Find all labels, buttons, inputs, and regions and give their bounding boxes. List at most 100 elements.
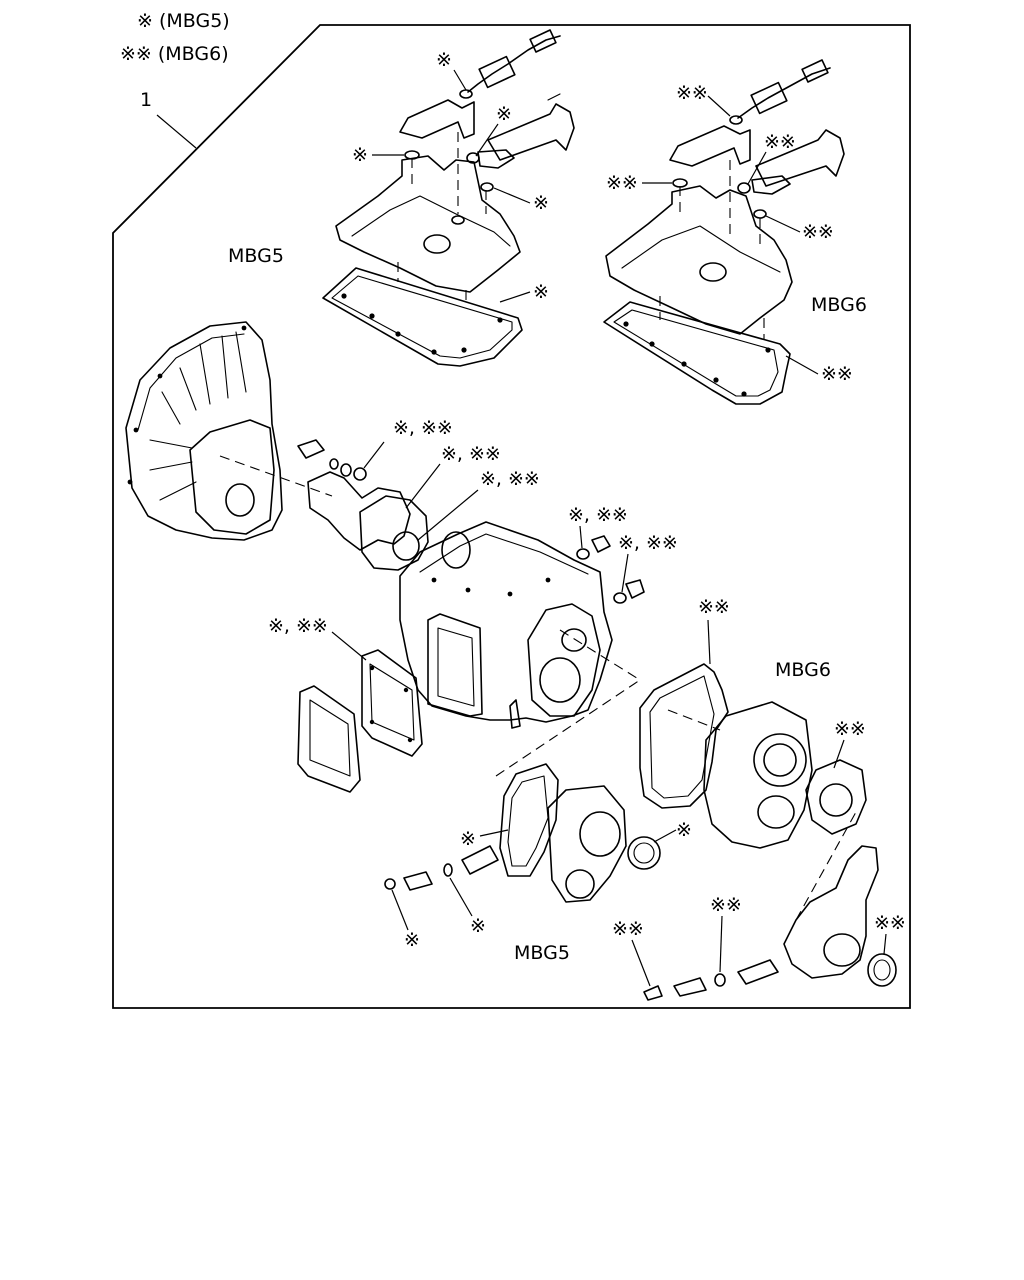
clutch-housing-bolt-1 — [157, 373, 163, 379]
case-bolt-4 — [545, 577, 551, 583]
mbg5-cover-bolt — [451, 215, 465, 225]
callout-mbg5-oring-left: ※ — [352, 144, 368, 166]
callout-retainer-gasket: ※, ※※ — [441, 443, 501, 465]
side-cover-gasket-inner — [369, 663, 415, 741]
mbg6-sensor-body — [737, 67, 831, 119]
mbg6-rear-gasket — [639, 663, 729, 809]
callout-mbg6-rear-oil-seal: ※※ — [874, 912, 906, 934]
mbg5-rear-oil-seal — [627, 836, 661, 870]
clutch-housing — [125, 321, 333, 541]
side-cover-assembly — [297, 649, 423, 793]
mbg5-shift-rod — [477, 149, 515, 169]
mbg6-shift-cover-assembly — [603, 59, 845, 405]
transmission-rear-axis-line — [559, 629, 641, 681]
side-cover-plate-inner — [309, 699, 351, 777]
mbg6-rear-gasket-inner — [649, 675, 715, 799]
upper-plug-washer — [576, 548, 590, 560]
mbg5-extension-bore — [579, 811, 621, 857]
transmission-front-bore — [441, 531, 471, 569]
leader-p — [331, 631, 367, 661]
mbg6-cover-boss — [699, 262, 727, 282]
side-gasket-hole-3 — [407, 737, 413, 743]
side-gasket-hole-4 — [369, 719, 375, 725]
leader-i — [765, 215, 801, 233]
transmission-case-top-rim — [419, 533, 589, 575]
mbg5-gasket-hole-3 — [395, 331, 401, 337]
mbg6-rear-cover — [783, 845, 879, 979]
mbg6-gasket-hole-6 — [765, 347, 771, 353]
leader-b — [475, 123, 499, 157]
callout-upper-plug-washer: ※, ※※ — [568, 504, 628, 526]
mbg5-gasket-hole-5 — [461, 347, 467, 353]
model-label-mbg6-mid: MBG6 — [775, 659, 831, 681]
mbg5-sensor-body — [467, 35, 561, 93]
mbg5-rear-extension — [384, 679, 661, 903]
mbg6-rear-oil-seal — [867, 953, 897, 987]
mbg6-sensor-housing — [750, 81, 788, 115]
mbg6-gasket-hole-5 — [741, 391, 747, 397]
leader-x — [719, 915, 723, 973]
lower-plug-washer — [613, 592, 627, 604]
callout-side-cover-gasket: ※, ※※ — [268, 615, 328, 637]
mbg5-extension-housing — [547, 785, 627, 903]
upper-plug — [591, 535, 611, 553]
callout-mbg6-rear-gasket: ※※ — [698, 596, 730, 618]
leader-u — [391, 889, 409, 931]
callout-mbg5-sensor-washer: ※ — [436, 49, 452, 71]
mbg5-speedo-oring — [443, 863, 453, 877]
transmission-rear-face — [527, 603, 601, 717]
leader-v — [449, 877, 473, 917]
leader-d — [493, 187, 531, 204]
mbg6-oring-mid — [737, 182, 751, 194]
leader-w — [631, 939, 651, 987]
mbg6-cover-gasket — [603, 301, 791, 405]
callout-mbg5-speedo-plug: ※ — [404, 929, 420, 951]
input-seal-ring — [353, 467, 367, 481]
mbg6-speedo-gear — [737, 959, 779, 985]
retainer-gasket — [359, 495, 429, 571]
mbg5-sensor-washer — [459, 89, 473, 99]
callout-mbg6-oring-mid: ※※ — [764, 131, 796, 153]
callout-mbg6-extension-rear-gasket: ※※ — [834, 718, 866, 740]
mbg6-speedo-sleeve — [673, 977, 707, 997]
leader-m — [417, 489, 479, 541]
mbg6-rear-cover-bore — [823, 933, 861, 967]
mbg5-gasket-hole-6 — [497, 317, 503, 323]
clutch-housing-outline — [125, 321, 283, 541]
mbg6-speedo-plug — [643, 985, 663, 1001]
callout-mbg6-oring-left: ※※ — [606, 172, 638, 194]
kit-outline-frame — [112, 24, 911, 1009]
mbg5-cover-body — [335, 155, 521, 293]
mbg6-gasket-hole-1 — [623, 321, 629, 327]
mbg6-extension-lower-bore — [757, 795, 795, 829]
callout-mbg5-speedo-oring: ※ — [470, 915, 486, 937]
mbg6-washer-right — [753, 209, 767, 219]
clutch-housing-bolt-3 — [127, 479, 133, 485]
leader-r — [833, 739, 845, 769]
mbg5-speedo-sleeve — [403, 871, 433, 891]
callout-front-oil-seal: ※, ※※ — [480, 468, 540, 490]
transmission-side-inner — [437, 627, 475, 707]
mbg5-gasket-inner — [331, 275, 513, 359]
leader-j — [785, 355, 819, 375]
mbg5-sensor-housing — [478, 55, 516, 89]
side-cover-plate — [297, 685, 361, 793]
callout-mbg6-washer-right: ※※ — [802, 221, 834, 243]
callout-mbg6-cover-gasket: ※※ — [821, 363, 853, 385]
mbg5-gasket-hole-1 — [341, 293, 347, 299]
mbg6-shift-rod — [751, 175, 791, 195]
mbg5-extension-lower-bore — [565, 869, 595, 899]
callout-lower-plug-washer: ※, ※※ — [618, 532, 678, 554]
leader-a — [453, 69, 467, 91]
mbg6-gasket-hole-3 — [681, 361, 687, 367]
leader-y — [883, 933, 887, 955]
transmission-case-body — [399, 521, 613, 723]
mbg5-lever-pin — [547, 93, 561, 101]
leader-t — [653, 829, 677, 843]
mbg6-speedo-assembly — [643, 811, 897, 1001]
mbg5-bracket — [399, 99, 475, 139]
mbg6-gasket-inner — [613, 309, 779, 397]
transmission-rear-bore-upper — [561, 628, 587, 652]
callout-mbg5-cover-gasket: ※ — [533, 281, 549, 303]
mbg5-speedo-plug — [384, 878, 396, 890]
